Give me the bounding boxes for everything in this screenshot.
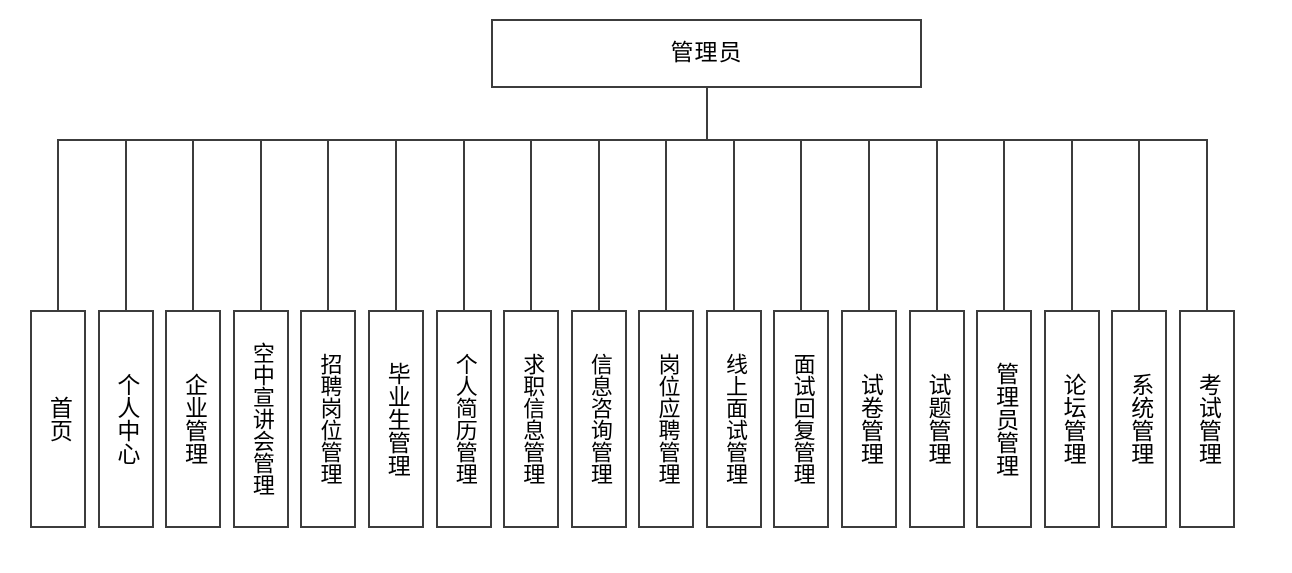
leaf-node-label: 论坛管理 [1059,373,1086,465]
leaf-node-7[interactable]: 个人简历管理 [435,310,492,528]
leaf-drop-connector [1138,139,1141,310]
leaf-node-1[interactable]: 首页 [30,310,86,528]
leaf-node-14[interactable]: 试题管理 [908,310,965,528]
leaf-node-label: 毕业生管理 [383,361,410,477]
leaf-drop-connector [57,139,59,310]
leaf-node-label: 面试回复管理 [789,353,815,485]
leaf-node-label: 系统管理 [1126,373,1153,465]
horizontal-bus-connector [58,139,1208,141]
leaf-drop-connector [394,139,397,310]
leaf-drop-connector [868,139,871,310]
leaf-node-15[interactable]: 管理员管理 [976,310,1033,528]
root-drop-connector [706,88,708,140]
leaf-drop-connector [259,139,262,310]
leaf-node-label: 考试管理 [1194,373,1221,465]
leaf-node-17[interactable]: 系统管理 [1111,310,1168,528]
leaf-node-16[interactable]: 论坛管理 [1043,310,1100,528]
leaf-node-5[interactable]: 招聘岗位管理 [300,310,357,528]
leaf-node-3[interactable]: 企业管理 [165,310,222,528]
leaf-drop-connector [665,139,668,310]
leaf-drop-connector [1206,139,1208,310]
leaf-drop-connector [462,139,465,310]
root-node-label: 管理员 [670,40,743,66]
leaf-node-label: 个人中心 [112,373,139,465]
leaf-node-label: 空中宣讲会管理 [248,342,274,496]
leaf-node-2[interactable]: 个人中心 [97,310,154,528]
leaf-node-label: 线上面试管理 [722,353,748,485]
leaf-node-label: 岗位应聘管理 [654,353,680,485]
leaf-drop-connector [800,139,803,310]
leaf-node-12[interactable]: 面试回复管理 [773,310,830,528]
leaf-node-10[interactable]: 岗位应聘管理 [638,310,695,528]
root-node-administrator[interactable]: 管理员 [491,19,922,88]
leaf-node-label: 招聘岗位管理 [316,353,342,485]
leaf-node-9[interactable]: 信息咨询管理 [570,310,627,528]
leaf-node-18[interactable]: 考试管理 [1179,310,1235,528]
leaf-node-6[interactable]: 毕业生管理 [367,310,424,528]
leaf-drop-connector [732,139,735,310]
leaf-drop-connector [597,139,600,310]
leaf-node-13[interactable]: 试卷管理 [841,310,898,528]
leaf-node-label: 首页 [45,396,72,442]
leaf-node-label: 求职信息管理 [519,353,545,485]
leaf-node-8[interactable]: 求职信息管理 [503,310,560,528]
leaf-drop-connector [935,139,938,310]
leaf-drop-connector [192,139,195,310]
leaf-node-label: 企业管理 [180,373,207,465]
leaf-node-label: 试题管理 [923,373,950,465]
leaf-drop-connector [124,139,127,310]
leaf-node-label: 信息咨询管理 [586,353,612,485]
leaf-node-label: 个人简历管理 [451,353,477,485]
leaf-node-label: 管理员管理 [991,361,1018,477]
leaf-node-4[interactable]: 空中宣讲会管理 [232,310,289,528]
leaf-drop-connector [530,139,533,310]
leaf-drop-connector [327,139,330,310]
leaf-drop-connector [1003,139,1006,310]
leaf-node-11[interactable]: 线上面试管理 [705,310,762,528]
leaf-node-label: 试卷管理 [856,373,883,465]
leaf-drop-connector [1070,139,1073,310]
